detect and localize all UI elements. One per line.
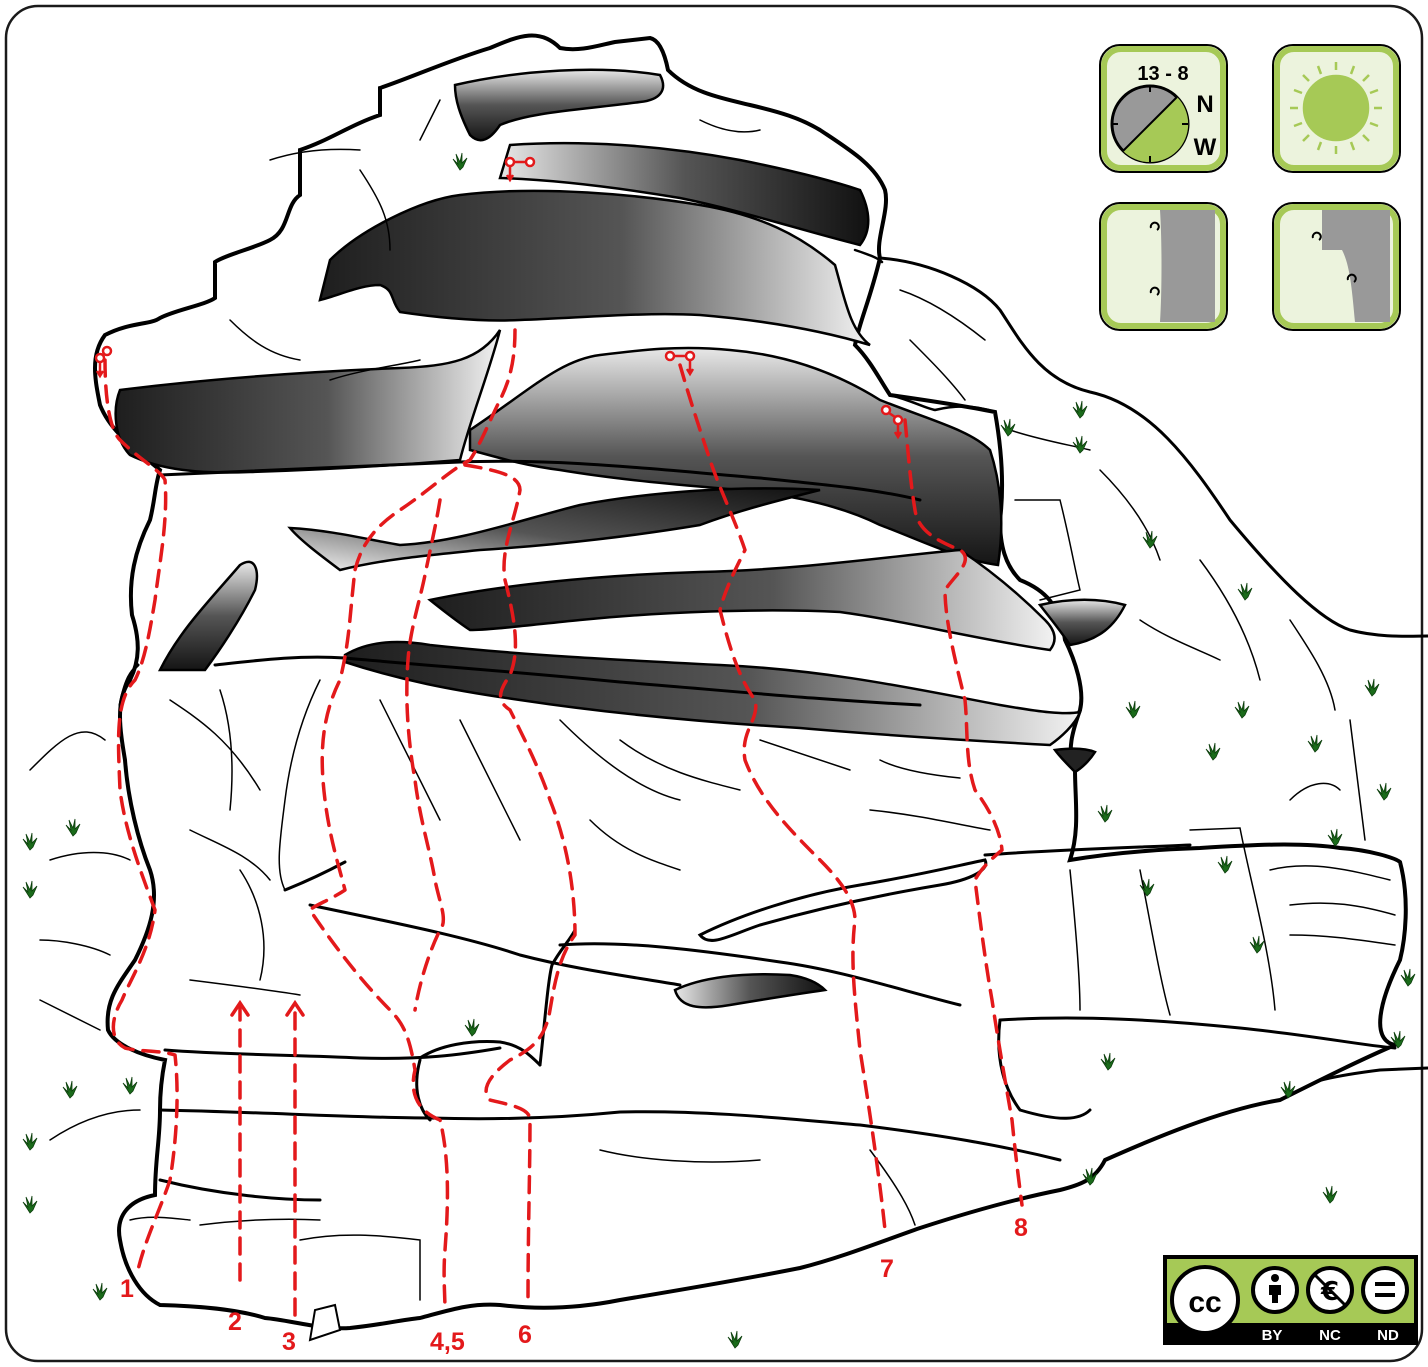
attribution-icon (1253, 1268, 1297, 1312)
sun-hours-text: 13 - 8 (1137, 63, 1188, 85)
aspect-north-text: N (1196, 91, 1213, 118)
no-derivatives-icon (1363, 1268, 1407, 1312)
cc-logo-text: cc (1188, 1286, 1221, 1319)
noncommercial-icon: € (1308, 1268, 1352, 1312)
route-label-3: 3 (282, 1328, 296, 1356)
route-label-8: 8 (1014, 1214, 1028, 1242)
overhang-wall-icon (1273, 203, 1400, 330)
license-badge: cc € BY NC ND (1163, 1255, 1418, 1345)
aspect-panel: 13 - 8 N W (1100, 45, 1227, 172)
aspect-west-text: W (1194, 134, 1217, 161)
route-label-4-5: 4,5 (430, 1328, 465, 1356)
sun-panel (1273, 45, 1400, 172)
license-by-label: BY (1262, 1327, 1283, 1344)
compass-icon (1112, 86, 1188, 162)
route-label-2: 2 (228, 1308, 242, 1336)
vertical-wall-icon (1100, 203, 1227, 330)
route-label-7: 7 (880, 1255, 894, 1283)
license-nc-label: NC (1319, 1327, 1341, 1344)
route-label-6: 6 (518, 1321, 532, 1349)
license-nd-label: ND (1377, 1327, 1399, 1344)
sun-icon (1290, 62, 1382, 154)
cc-logo-icon: cc (1172, 1267, 1238, 1333)
route-label-1: 1 (120, 1275, 134, 1303)
